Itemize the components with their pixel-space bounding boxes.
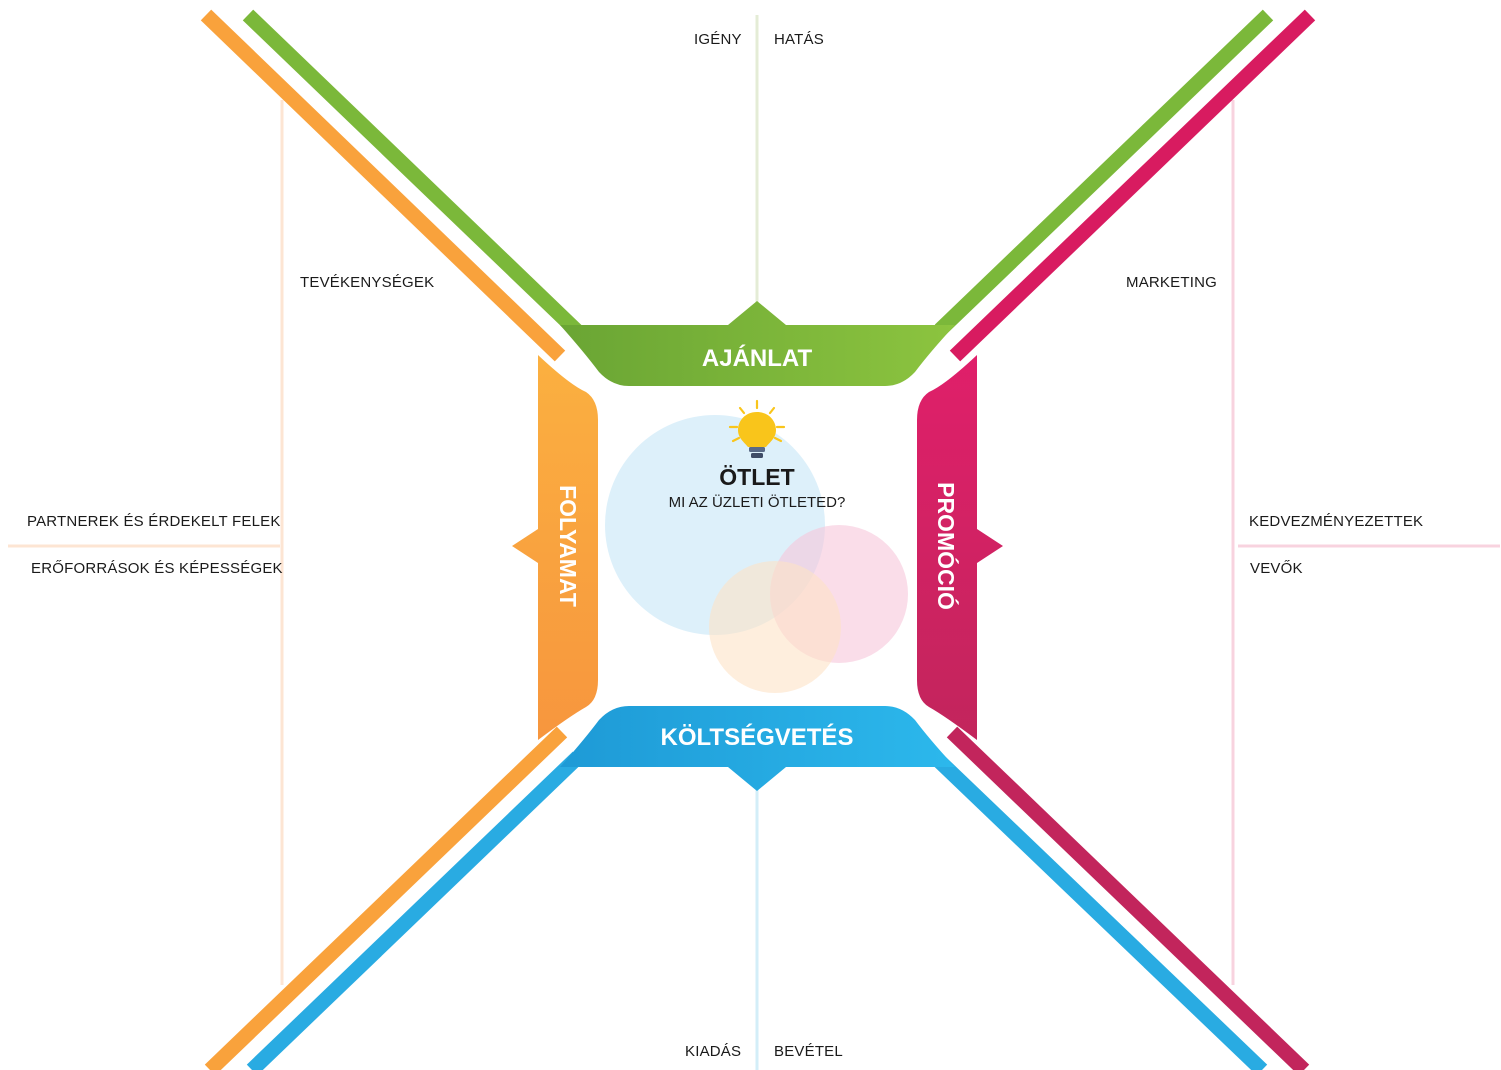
green-diagonal-top-left	[242, 9, 586, 340]
orange-diagonal-bottom	[204, 726, 568, 1070]
label-partnerek: PARTNEREK ÉS ÉRDEKELT FELEK	[27, 513, 281, 530]
blue-diagonal-bottom-right	[929, 751, 1268, 1070]
label-hatas: HATÁS	[774, 31, 824, 48]
label-kedvezmenyezettek: KEDVEZMÉNYEZETTEK	[1249, 513, 1424, 530]
green-diagonal-top-right	[934, 9, 1274, 336]
band-koltsegvetes	[560, 706, 955, 791]
center-title: ÖTLET	[719, 464, 795, 490]
band-title-folyamat: FOLYAMAT	[555, 485, 581, 607]
band-folyamat	[512, 355, 598, 740]
band-title-promocio: PROMÓCIÓ	[933, 482, 960, 610]
blue-diagonal-bottom-left	[246, 751, 584, 1070]
label-vevok: VEVŐK	[1250, 560, 1303, 577]
label-marketing: MARKETING	[1126, 274, 1217, 291]
band-ajanlat	[560, 301, 955, 386]
lightbulb-icon	[728, 399, 786, 458]
band-title-ajanlat: AJÁNLAT	[702, 344, 813, 372]
center-subtitle: MI AZ ÜZLETI ÖTLETED?	[668, 494, 846, 511]
label-igeny: IGÉNY	[694, 31, 742, 48]
band-promocio	[917, 355, 1003, 740]
magenta-diagonal-bottom	[946, 726, 1310, 1070]
label-kiadas: KIADÁS	[685, 1043, 742, 1060]
orange-diagonal-top	[200, 9, 566, 362]
label-eroforrasok: ERŐFORRÁSOK ÉS KÉPESSÉGEK	[31, 560, 283, 577]
label-tevekenysegek: TEVÉKENYSÉGEK	[300, 274, 435, 291]
label-bevetel: BEVÉTEL	[774, 1043, 843, 1060]
venn-circle-peach	[709, 561, 841, 693]
band-title-koltsegvetes: KÖLTSÉGVETÉS	[661, 723, 854, 751]
magenta-diagonal-top	[949, 9, 1316, 362]
